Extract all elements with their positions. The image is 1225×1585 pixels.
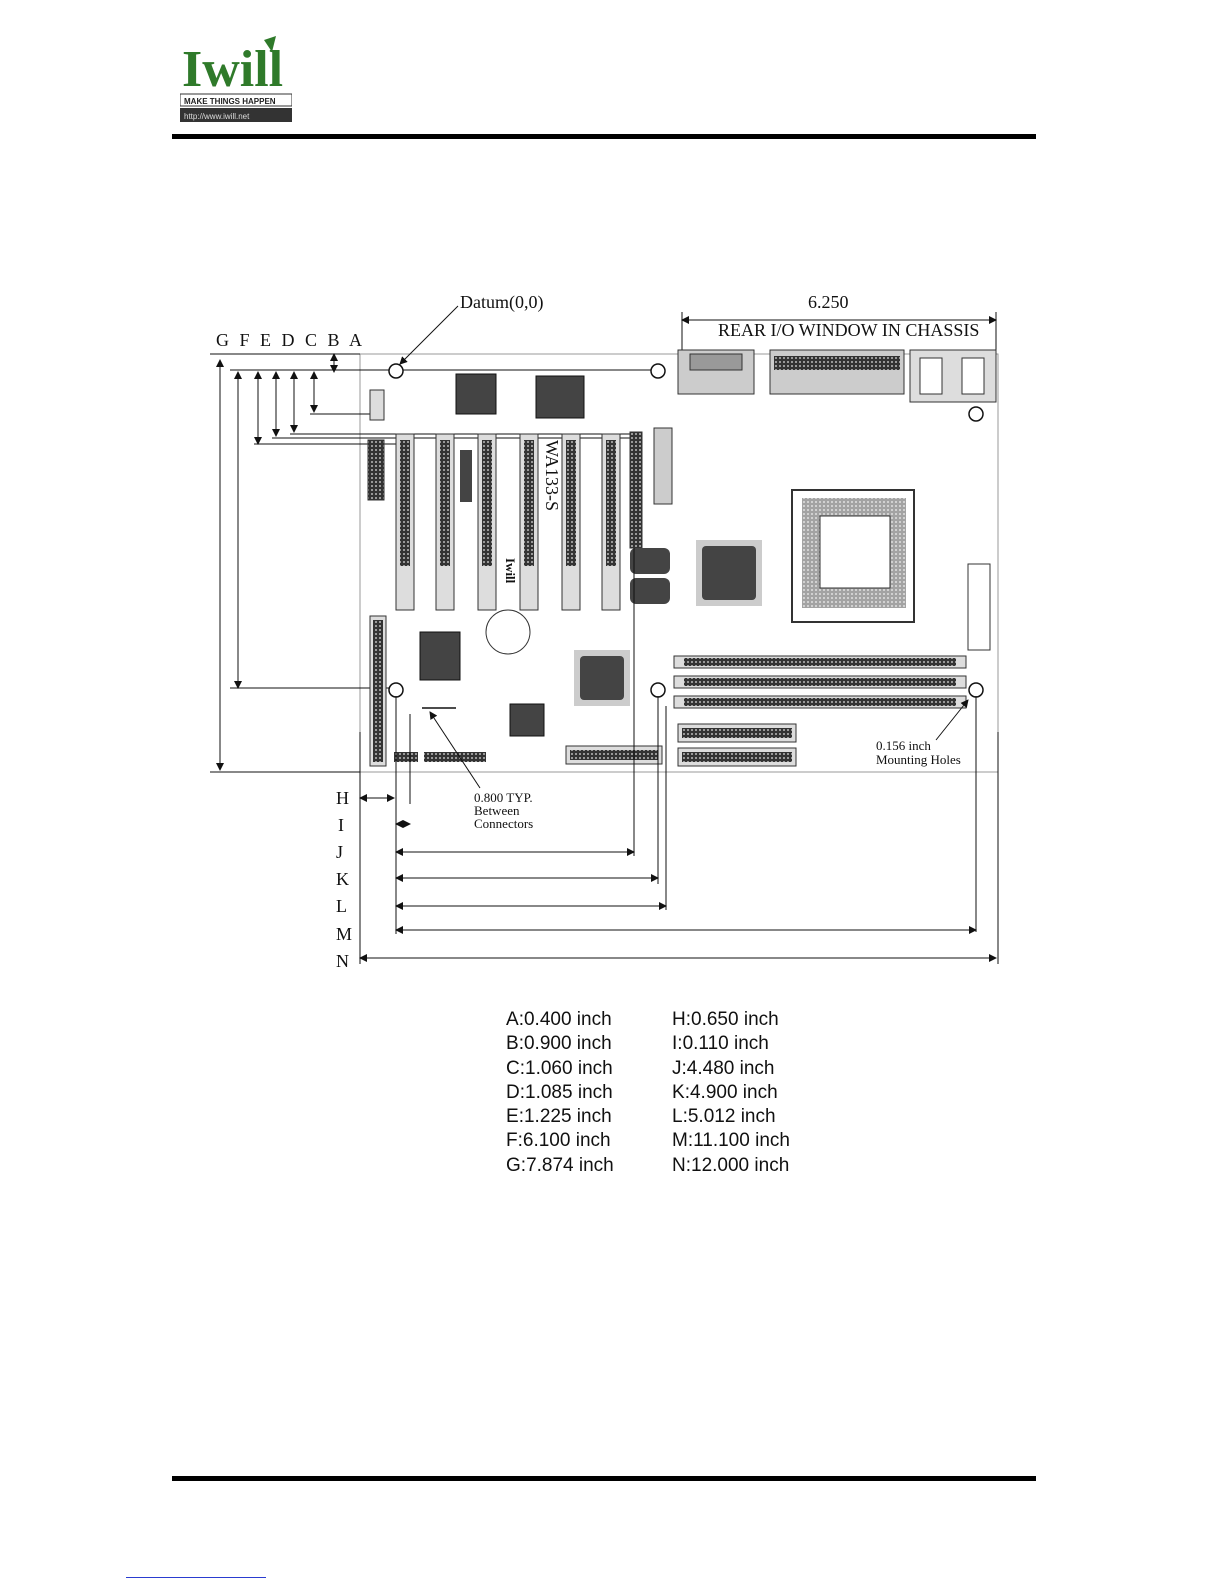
dim-letter-n: N bbox=[336, 951, 349, 971]
dimension-value: 1.060 bbox=[525, 1057, 573, 1079]
connector-note-line-3: Connectors bbox=[474, 816, 533, 831]
svg-text:Iwill: Iwill bbox=[182, 41, 283, 98]
dimension-key: E bbox=[506, 1106, 519, 1128]
datum-label: Datum(0,0) bbox=[460, 292, 543, 313]
dim-letter-k: K bbox=[336, 869, 349, 889]
dimension-key: J bbox=[672, 1057, 682, 1079]
dimension-unit: inch bbox=[754, 1154, 790, 1176]
dimension-unit: inch bbox=[740, 1106, 776, 1128]
dimension-value: 7.874 bbox=[526, 1154, 574, 1176]
dimension-value: 12.000 bbox=[691, 1154, 750, 1176]
dimension-row-c: C:1.060 inch bbox=[506, 1057, 614, 1081]
dimension-key: G bbox=[506, 1154, 521, 1176]
board-dimension-drawing: Datum(0,0) 6.250 REAR I/O WINDOW IN CHAS… bbox=[210, 292, 999, 971]
dimension-unit: inch bbox=[743, 1009, 779, 1030]
dimension-key: H bbox=[672, 1009, 686, 1030]
dimension-separator: : bbox=[682, 1106, 688, 1128]
dimension-row-f: F:6.100 inch bbox=[506, 1129, 614, 1153]
footer-rule bbox=[172, 1476, 1036, 1481]
dimension-value: 0.900 bbox=[523, 1033, 572, 1055]
dimension-separator: : bbox=[518, 1009, 524, 1030]
dimension-separator: : bbox=[519, 1057, 526, 1079]
dimension-unit: inch bbox=[576, 1033, 612, 1055]
dimension-row-h: H:0.650 inch bbox=[672, 1008, 790, 1032]
dimension-separator: : bbox=[687, 1130, 694, 1152]
dimension-separator: : bbox=[685, 1154, 692, 1176]
dimension-unit: inch bbox=[733, 1033, 769, 1055]
dimension-row-j: J:4.480 inch bbox=[672, 1057, 790, 1081]
dimension-value: 0.400 bbox=[523, 1009, 572, 1030]
rear-io-label: REAR I/O WINDOW IN CHASSIS bbox=[718, 320, 979, 340]
header-rule bbox=[172, 134, 1036, 139]
dimension-key: I bbox=[672, 1033, 678, 1055]
dimension-unit: inch bbox=[742, 1081, 778, 1103]
dimension-row-d: D:1.085 inch bbox=[506, 1081, 614, 1105]
dimension-separator: : bbox=[517, 1130, 523, 1152]
dimension-row-a: A:0.400 inch bbox=[506, 1008, 614, 1032]
dimension-row-b: B:0.900 inch bbox=[506, 1032, 614, 1056]
footer-link-underline bbox=[126, 1575, 266, 1578]
dimension-row-i: I:0.110 inch bbox=[672, 1032, 790, 1056]
dimension-row-l: L:5.012 inch bbox=[672, 1105, 790, 1129]
dimension-separator: : bbox=[685, 1009, 692, 1030]
dimension-unit: inch bbox=[578, 1154, 614, 1176]
dimension-value: 0.650 bbox=[691, 1009, 739, 1030]
connector-note-line-1: 0.800 TYP. bbox=[474, 790, 533, 805]
mounting-note-line-2: Mounting Holes bbox=[876, 752, 961, 767]
dimension-key: B bbox=[506, 1033, 519, 1055]
top-dimension-letters: G F E D C B A bbox=[216, 330, 365, 350]
dimension-key: N bbox=[672, 1154, 686, 1176]
dimension-key: D bbox=[506, 1081, 520, 1103]
dim-letter-m: M bbox=[336, 924, 352, 944]
dim-letter-l: L bbox=[336, 896, 347, 916]
dimension-row-e: E:1.225 inch bbox=[506, 1105, 614, 1129]
dim-letter-h: H bbox=[336, 788, 349, 808]
iwill-logo: Iwill MAKE THINGS HAPPEN http://www.iwil… bbox=[180, 34, 292, 126]
dimension-value: 0.110 bbox=[682, 1033, 729, 1055]
dimension-row-g: G:7.874 inch bbox=[506, 1154, 614, 1178]
dimension-row-m: M:11.100 inch bbox=[672, 1129, 790, 1153]
dimension-separator: : bbox=[519, 1081, 526, 1103]
dimension-unit: inch bbox=[739, 1057, 775, 1079]
rear-io-dimension: 6.250 bbox=[808, 292, 849, 312]
dimension-key: M bbox=[672, 1130, 688, 1152]
dimension-unit: inch bbox=[576, 1106, 612, 1128]
dimension-unit: inch bbox=[576, 1009, 612, 1030]
board-model: WA133-S bbox=[542, 440, 562, 511]
dimension-value: 5.012 bbox=[687, 1106, 736, 1128]
dimension-separator: : bbox=[520, 1154, 527, 1176]
dimension-separator: : bbox=[677, 1033, 683, 1055]
dimension-key: C bbox=[506, 1057, 520, 1079]
dimension-key: A bbox=[506, 1009, 519, 1030]
dimension-unit: inch bbox=[755, 1130, 790, 1152]
dimension-value: 1.085 bbox=[525, 1081, 573, 1103]
dimension-value: 1.225 bbox=[523, 1106, 572, 1128]
dimension-unit: inch bbox=[577, 1081, 613, 1103]
dimension-value: 11.100 bbox=[693, 1130, 750, 1152]
dimension-unit: inch bbox=[577, 1057, 613, 1079]
svg-text:MAKE THINGS HAPPEN: MAKE THINGS HAPPEN bbox=[184, 97, 276, 106]
dimension-row-n: N:12.000 inch bbox=[672, 1154, 790, 1178]
connector-note-line-2: Between bbox=[474, 803, 520, 818]
dimension-key: K bbox=[672, 1081, 685, 1103]
dimension-value: 6.100 bbox=[522, 1130, 571, 1152]
dimension-separator: : bbox=[518, 1033, 524, 1055]
dim-letter-i: I bbox=[338, 815, 344, 835]
dimension-separator: : bbox=[681, 1057, 687, 1079]
dimension-separator: : bbox=[518, 1106, 524, 1128]
dimension-separator: : bbox=[684, 1081, 690, 1103]
svg-text:http://www.iwill.net: http://www.iwill.net bbox=[184, 112, 250, 121]
board-logo-text: Iwill bbox=[503, 558, 518, 584]
dimension-value: 4.900 bbox=[689, 1081, 738, 1103]
dimension-row-k: K:4.900 inch bbox=[672, 1081, 790, 1105]
mounting-note-line-1: 0.156 inch bbox=[876, 738, 931, 753]
dim-letter-j: J bbox=[336, 842, 343, 862]
dimension-unit: inch bbox=[575, 1130, 611, 1152]
dimension-key: L bbox=[672, 1106, 683, 1128]
dimension-value: 4.480 bbox=[686, 1057, 735, 1079]
dimension-key: F bbox=[506, 1130, 518, 1152]
